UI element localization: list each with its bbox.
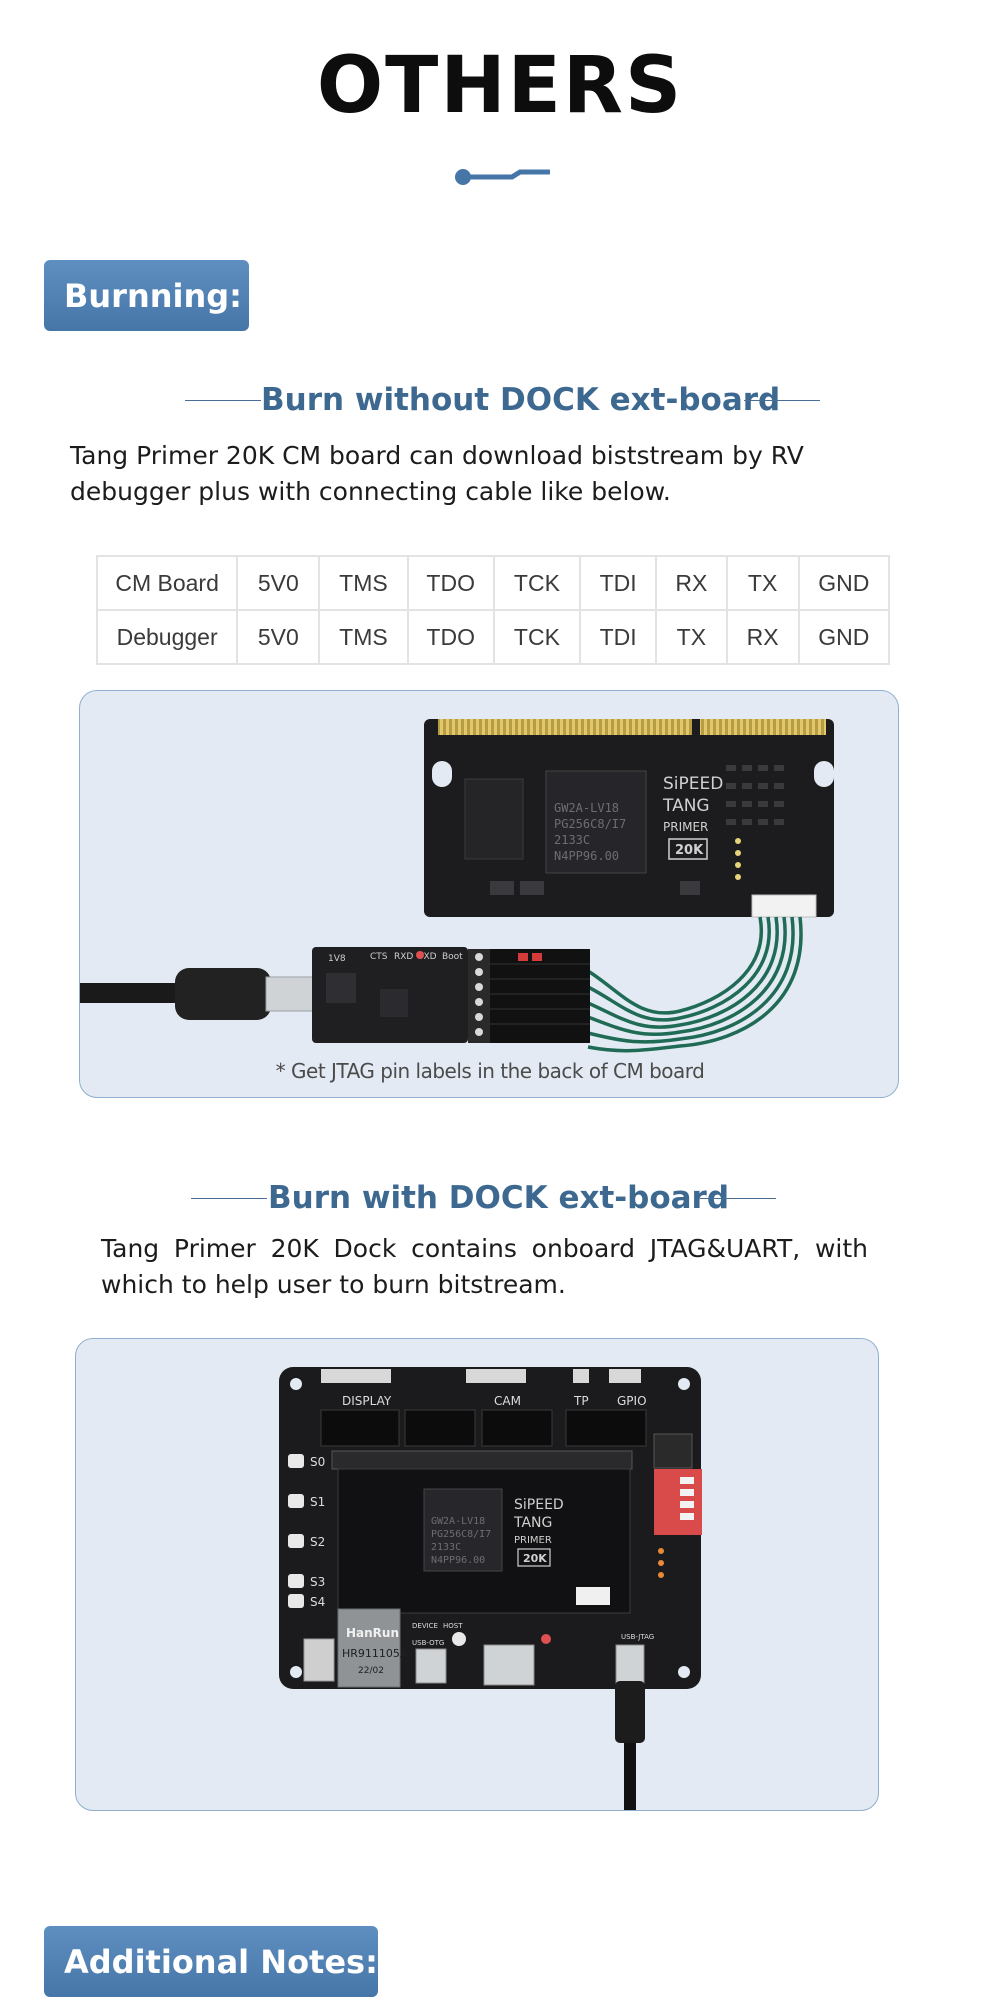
svg-text:2133C: 2133C	[431, 1542, 461, 1553]
cm-board-debugger-illustration: GW2A-LV18 PG256C8/I7 2133C N4PP96.00 SiP…	[80, 719, 834, 1053]
hdmi-port	[483, 1644, 535, 1686]
svg-text:22/02: 22/02	[358, 1666, 384, 1676]
svg-text:CAM: CAM	[494, 1394, 521, 1408]
table-cell: TMS	[318, 555, 409, 611]
svg-text:USB-JTAG: USB-JTAG	[621, 1633, 654, 1641]
svg-text:GPIO: GPIO	[617, 1394, 647, 1408]
dock-board-photo-card: DISPLAY CAM TP GPIO S0 S1 S2 S3 S4 GW2A-…	[75, 1338, 879, 1811]
svg-text:PG256C8/I7: PG256C8/I7	[554, 817, 626, 831]
svg-text:S3: S3	[310, 1575, 325, 1589]
svg-text:GW2A-LV18: GW2A-LV18	[554, 801, 619, 815]
svg-text:CTS: CTS	[370, 952, 388, 962]
table-cell: RX	[655, 555, 728, 611]
svg-text:TP: TP	[573, 1394, 589, 1408]
svg-text:DISPLAY: DISPLAY	[342, 1394, 392, 1408]
usb-plug	[175, 968, 271, 1020]
svg-text:20K: 20K	[523, 1552, 547, 1565]
table-cell: RX	[725, 609, 800, 665]
burn-with-description: Tang Primer 20K Dock contains onboard JT…	[101, 1234, 868, 1299]
jtag-connector	[751, 894, 817, 918]
svg-text:DEVICE: DEVICE	[412, 1622, 438, 1630]
svg-text:PRIMER: PRIMER	[663, 820, 708, 834]
additional-notes-tag: Additional Notes:	[44, 1926, 378, 1997]
table-cell: TDO	[406, 555, 495, 611]
table-row: Debugger 5V0 TMS TDO TCK TDI TX RX GND	[95, 609, 891, 665]
jtag-cable	[587, 916, 803, 1053]
svg-text:PRIMER: PRIMER	[514, 1535, 552, 1546]
title-divider-icon	[455, 169, 550, 185]
burning-section-tag: Burnning:	[44, 260, 249, 331]
svg-text:USB-OTG: USB-OTG	[412, 1639, 444, 1647]
svg-text:S1: S1	[310, 1495, 325, 1509]
ethernet-port	[337, 1608, 401, 1688]
svg-text:SiPEED: SiPEED	[663, 774, 723, 794]
burn-without-description: Tang Primer 20K CM board can download bi…	[70, 441, 804, 506]
svg-text:TXD: TXD	[417, 952, 437, 962]
table-cell: 5V0	[236, 555, 321, 611]
table-cell: TMS	[318, 609, 409, 665]
svg-text:S2: S2	[310, 1535, 325, 1549]
additional-notes-label: Additional Notes:	[64, 1942, 378, 1981]
dock-board-illustration: DISPLAY CAM TP GPIO S0 S1 S2 S3 S4 GW2A-…	[279, 1367, 702, 1810]
table-cell: TDI	[579, 609, 658, 665]
burn-with-heading: Burn with DOCK ext-board	[268, 1180, 730, 1216]
table-cell: TX	[655, 609, 728, 665]
svg-text:GW2A-LV18: GW2A-LV18	[431, 1516, 485, 1527]
svg-text:N4PP96.00: N4PP96.00	[554, 849, 619, 863]
svg-text:HR911105A: HR911105A	[342, 1647, 408, 1660]
heading-rule-right	[700, 1198, 776, 1199]
table-cell: GND	[797, 555, 891, 611]
dock-buttons: S0 S1 S2 S3 S4	[288, 1454, 325, 1609]
pin-mapping-table: CM Board 5V0 TMS TDO TCK TDI RX TX GND D…	[95, 555, 891, 665]
table-cell: GND	[797, 609, 891, 665]
svg-text:PG256C8/I7: PG256C8/I7	[431, 1529, 491, 1540]
table-cell: TDO	[406, 609, 495, 665]
usb-jtag-port	[615, 1644, 645, 1686]
table-cell: Debugger	[95, 609, 239, 665]
heading-rule-right	[744, 400, 820, 401]
jtag-label-caption: * Get JTAG pin labels in the back of CM …	[275, 1059, 705, 1083]
burn-without-heading: Burn without DOCK ext-board	[261, 382, 781, 418]
svg-text:SiPEED: SiPEED	[514, 1497, 564, 1513]
table-cell: TDI	[579, 555, 658, 611]
cm-board-debugger-photo-card: GW2A-LV18 PG256C8/I7 2133C N4PP96.00 SiP…	[79, 690, 899, 1098]
svg-text:N4PP96.00: N4PP96.00	[431, 1555, 485, 1566]
table-row: CM Board 5V0 TMS TDO TCK TDI RX TX GND	[95, 555, 891, 611]
table-cell: TX	[725, 555, 800, 611]
dip-switch	[654, 1469, 702, 1535]
burning-section-label: Burnning:	[64, 276, 242, 315]
svg-text:TANG: TANG	[662, 796, 710, 816]
svg-text:Boot: Boot	[442, 952, 463, 962]
svg-text:HanRun: HanRun	[346, 1626, 399, 1640]
usb-jtag-cable	[615, 1681, 645, 1743]
table-cell: 5V0	[236, 609, 321, 665]
table-cell: CM Board	[95, 555, 239, 611]
svg-text:1V8: 1V8	[328, 954, 346, 964]
svg-text:HOST: HOST	[443, 1622, 463, 1630]
svg-text:RXD: RXD	[394, 952, 413, 962]
table-cell: TCK	[492, 555, 582, 611]
heading-rule-left	[185, 400, 261, 401]
table-cell: TCK	[492, 609, 582, 665]
fpga-chip	[545, 770, 647, 874]
svg-text:S4: S4	[310, 1595, 325, 1609]
svg-text:TANG: TANG	[513, 1515, 552, 1531]
gold-fingers	[438, 719, 692, 735]
svg-text:2133C: 2133C	[554, 833, 590, 847]
svg-text:S0: S0	[310, 1455, 325, 1469]
heading-rule-left	[191, 1198, 267, 1199]
svg-text:20K: 20K	[675, 843, 704, 858]
page-title: OTHERS	[316, 41, 684, 131]
debugger-pin-header	[468, 949, 590, 1043]
